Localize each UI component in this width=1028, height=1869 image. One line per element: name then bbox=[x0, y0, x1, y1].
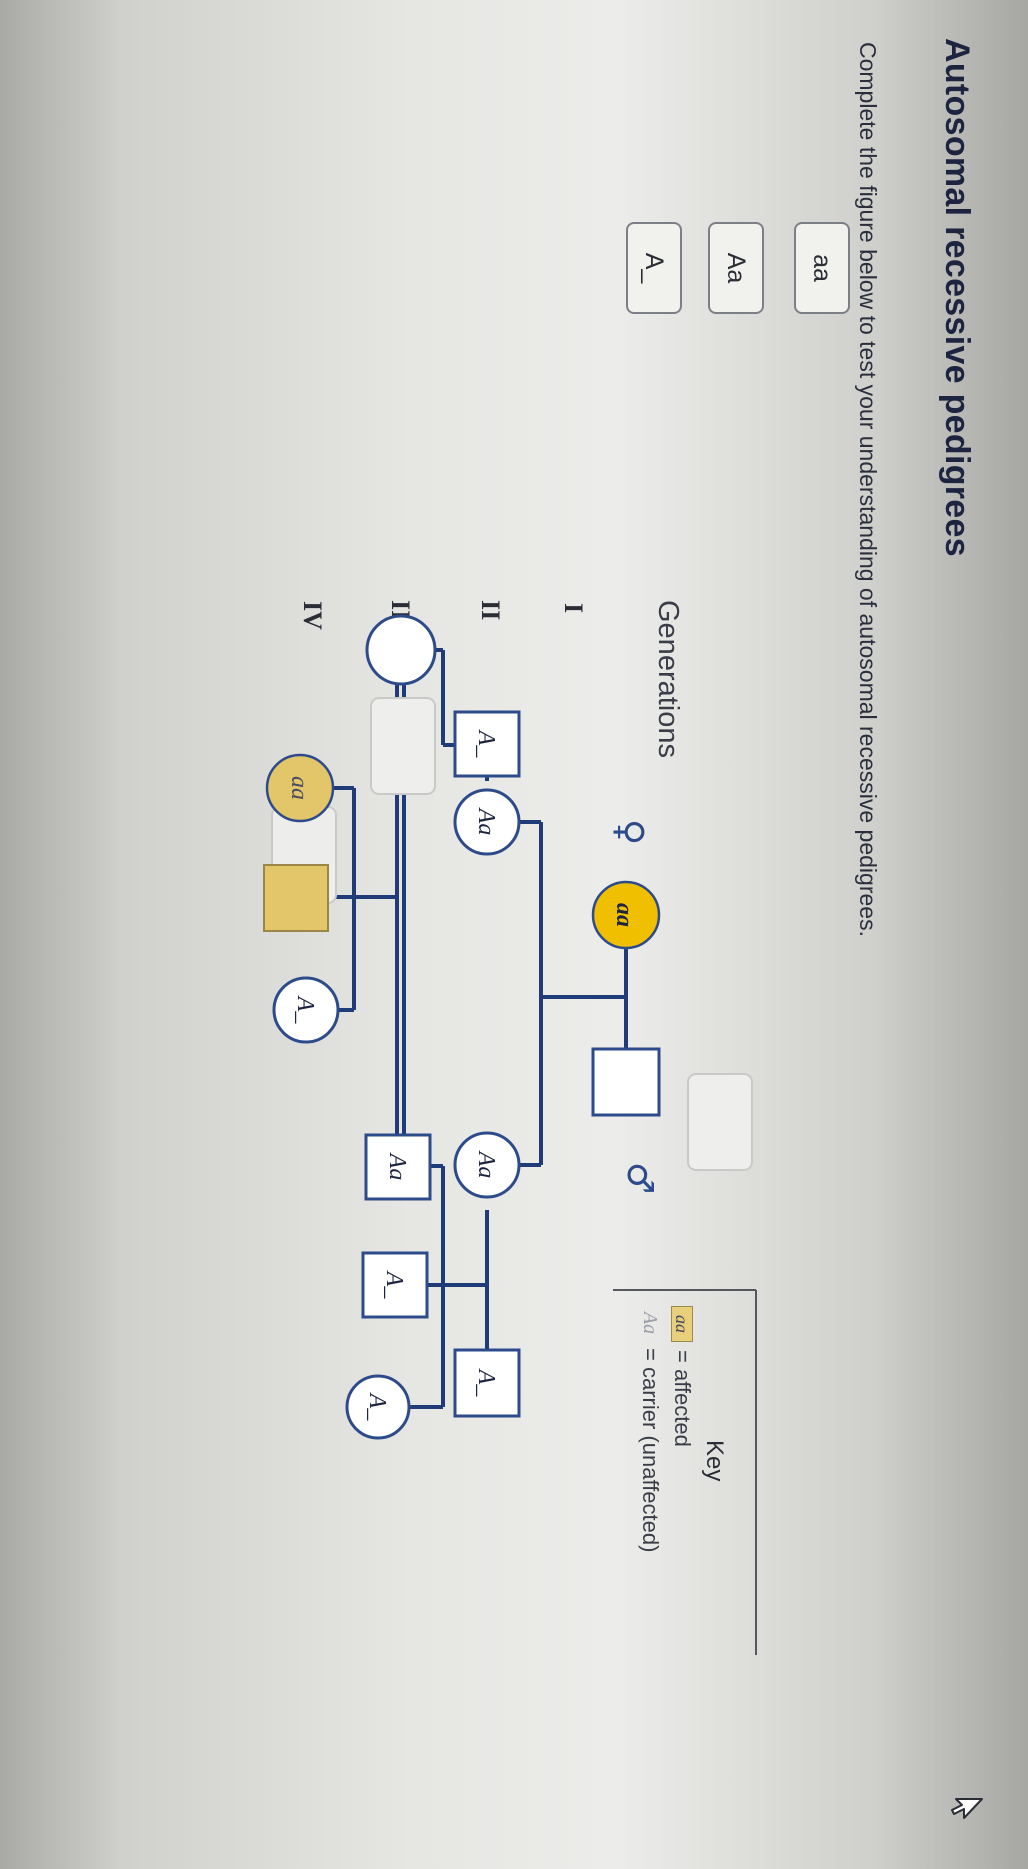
iv-female-affected bbox=[265, 753, 335, 823]
iii-female[interactable] bbox=[365, 614, 437, 686]
key-row-affected: aa = affected bbox=[669, 1306, 695, 1447]
iv-female-genotype: aa bbox=[286, 776, 312, 800]
iii-male-mid-genotype: Aa bbox=[384, 1152, 410, 1181]
key-row-carrier: Aa = carrier (unaffected) bbox=[637, 1306, 663, 1553]
iii-male-right-genotype: A_ bbox=[381, 1270, 407, 1300]
ii-female-right[interactable] bbox=[453, 1131, 521, 1199]
mouse-pointer-icon bbox=[951, 1798, 983, 1819]
drop-target-i[interactable] bbox=[687, 1073, 753, 1171]
iv-female-right[interactable] bbox=[272, 976, 340, 1044]
female-symbol: ♀ bbox=[609, 819, 650, 845]
iii-male-mid[interactable] bbox=[364, 1133, 432, 1201]
drop-target-iii[interactable] bbox=[370, 697, 436, 795]
iii-female-right[interactable] bbox=[345, 1374, 411, 1440]
iii-male-right[interactable] bbox=[361, 1251, 429, 1319]
ii-male-right[interactable] bbox=[453, 1348, 521, 1418]
iv-female-right-genotype: A_ bbox=[292, 995, 318, 1025]
ii-female-left-genotype: Aa bbox=[473, 807, 499, 836]
ii-female-right-genotype: Aa bbox=[473, 1150, 499, 1179]
male-symbol: ♂ bbox=[619, 1162, 660, 1194]
i-female-genotype: aa bbox=[611, 903, 637, 927]
ii-male-right-genotype: A_ bbox=[473, 1368, 499, 1398]
ii-male-left-genotype: A_ bbox=[473, 729, 499, 759]
iii-female-right-genotype: A_ bbox=[364, 1392, 390, 1422]
key-affected-symbol: aa bbox=[671, 1306, 693, 1342]
i-female-affected bbox=[591, 880, 661, 950]
iv-male-affected bbox=[263, 864, 329, 932]
key-carrier-symbol: Aa bbox=[639, 1311, 662, 1335]
key-affected-label: = affected bbox=[670, 1350, 695, 1447]
i-male[interactable] bbox=[591, 1047, 661, 1117]
ii-male-left[interactable] bbox=[453, 710, 521, 778]
key-title: Key bbox=[701, 1440, 728, 1482]
key-carrier-label: = carrier (unaffected) bbox=[638, 1348, 663, 1553]
ii-female-left[interactable] bbox=[453, 788, 521, 856]
